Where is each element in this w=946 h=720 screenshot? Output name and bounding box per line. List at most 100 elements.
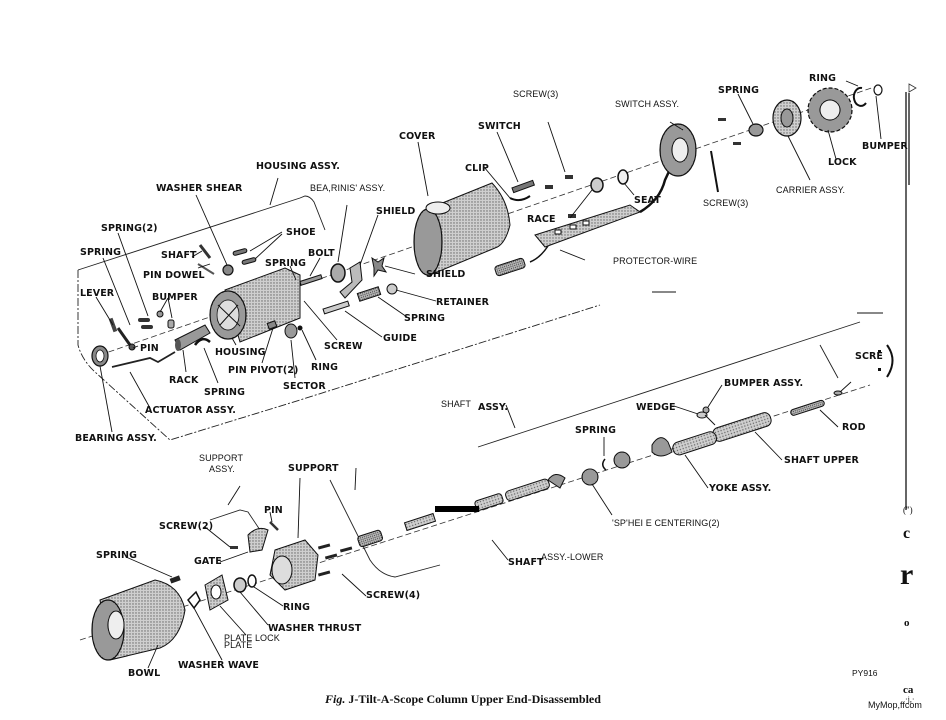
label-pin-pivot: PIN PIVOT(2) <box>228 365 299 376</box>
bumper-assy-part <box>696 406 716 426</box>
shaft-assy-bracket-right <box>819 344 839 379</box>
bowl-part <box>91 579 186 661</box>
lever-part <box>108 317 136 351</box>
spring-centering-part <box>602 458 607 471</box>
label-support: SUPPORT <box>288 463 339 474</box>
label-housing-assy: HOUSING ASSY. <box>256 161 340 172</box>
bolt-part <box>299 274 323 286</box>
label-bumper-right: BUMPER <box>862 141 908 152</box>
label-spring2: SPRING(2) <box>101 223 158 234</box>
screw-top-right-2 <box>733 142 741 145</box>
label-switch: SWITCH <box>478 121 521 132</box>
housing-assy-bracket <box>77 270 601 441</box>
margin-fragment-2: c <box>903 525 911 542</box>
margin-dot-1 <box>878 350 881 353</box>
label-retainer: RETAINER <box>436 297 489 308</box>
screw-top-right-1 <box>718 118 726 121</box>
washer-wave-part <box>187 590 201 610</box>
label-spring-rack: SPRING <box>204 387 246 398</box>
label-screw2: SCREW(2) <box>159 521 214 532</box>
label-pin-support: PIN <box>264 505 283 516</box>
label-protector-wire: PROTECTOR-WIRE <box>613 256 698 266</box>
actuator-assy-part <box>111 351 176 368</box>
screw3-bar <box>710 150 719 193</box>
race-part <box>590 177 604 193</box>
label-actuator-assy: ACTUATOR ASSY. <box>145 405 236 416</box>
protector-wire-part <box>494 164 674 277</box>
label-cover: COVER <box>399 131 436 142</box>
washer-thrust-part <box>233 577 247 593</box>
label-guide: GUIDE <box>383 333 417 344</box>
margin-fragment-4: ca <box>903 684 914 696</box>
label-ring-mid: RING <box>311 362 338 373</box>
carrier-assy-part <box>772 99 802 137</box>
label-rod: ROD <box>842 422 866 433</box>
label-screw3-top: SCREW(3) <box>513 89 559 99</box>
margin-triangle-icon <box>908 83 917 93</box>
leader-lines <box>95 80 882 669</box>
label-screw3-right: SCREW(3) <box>703 198 749 208</box>
housing-part <box>209 267 301 343</box>
label-bowl: BOWL <box>128 668 161 679</box>
screw4-part <box>317 543 353 577</box>
retainer-part <box>386 283 398 295</box>
label-spring-top-right: SPRING <box>718 85 760 96</box>
label-lock: LOCK <box>828 157 857 168</box>
label-washer-shear: WASHER SHEAR <box>156 183 243 194</box>
label-bearings-assy: BEA,RINIS' ASSY. <box>310 183 386 193</box>
label-spring-mid: SPRING <box>265 258 307 269</box>
lock-part <box>807 87 853 133</box>
label-lever: LEVER <box>80 288 115 299</box>
support-part <box>269 539 319 591</box>
label-shaft-assy-2: ASSY. <box>478 402 509 413</box>
spring-rack-part <box>193 337 211 346</box>
label-shaft-assy-1: SHAFT <box>441 399 472 409</box>
spring-retainer-part <box>356 286 382 302</box>
label-shaft-lower-1: SHAFT <box>508 557 544 568</box>
label-spring-left: SPRING <box>80 247 122 258</box>
margin-fragment-5: ·j,· <box>905 695 915 704</box>
bumper-part <box>156 310 175 329</box>
shoe-part <box>232 248 257 265</box>
label-yoke-assy: YOKE ASSY. <box>709 483 772 494</box>
shaft-assy-bracket <box>477 321 861 448</box>
ring-top-part <box>852 86 867 107</box>
shaft-small-part <box>198 244 212 259</box>
label-bumper: BUMPER <box>152 292 198 303</box>
housing-assy-bracket-top <box>77 195 326 271</box>
label-carrier-assy: CARRIER ASSY. <box>776 185 846 195</box>
support-bracket-right <box>329 479 441 578</box>
label-seat: SEAT <box>634 195 661 206</box>
cover-part <box>413 182 511 276</box>
caption-prefix: Fig. <box>325 692 346 706</box>
seat-part <box>617 169 629 185</box>
label-screw-right: SCRE <box>855 351 884 362</box>
clip-part <box>509 195 531 202</box>
label-pin-dowel: PIN DOWEL <box>143 270 205 281</box>
margin-fragment-3: r <box>900 558 914 591</box>
shaft-upper-part <box>712 412 772 442</box>
figure-caption: Fig. J-Tilt-A-Scope Column Upper End-Dis… <box>325 692 601 707</box>
screw-part-2 <box>565 175 573 179</box>
figure-code: PY916 <box>852 668 878 678</box>
label-shoe: SHOE <box>286 227 316 238</box>
label-support-assy-2: ASSY. <box>209 464 235 474</box>
bumper-right-part <box>873 84 883 96</box>
guide-part <box>322 300 350 315</box>
label-gate: GATE <box>194 556 222 567</box>
label-shield-top: SHIELD <box>376 206 416 217</box>
spring2-part <box>138 318 153 329</box>
switch-part <box>511 179 536 194</box>
label-switch-assy: SWITCH ASSY. <box>615 99 680 109</box>
label-spring-retainer: SPRING <box>404 313 446 324</box>
label-clip: CLIP <box>465 163 489 174</box>
plate-part <box>204 574 229 611</box>
screw-part-1 <box>545 185 553 189</box>
label-race: RACE <box>527 214 556 225</box>
label-bumper-assy: BUMPER ASSY. <box>724 378 804 389</box>
label-plate: PLATE <box>224 640 253 650</box>
pin-pivot-part <box>266 320 278 330</box>
label-support-assy-1: SUPPORT <box>199 453 244 463</box>
